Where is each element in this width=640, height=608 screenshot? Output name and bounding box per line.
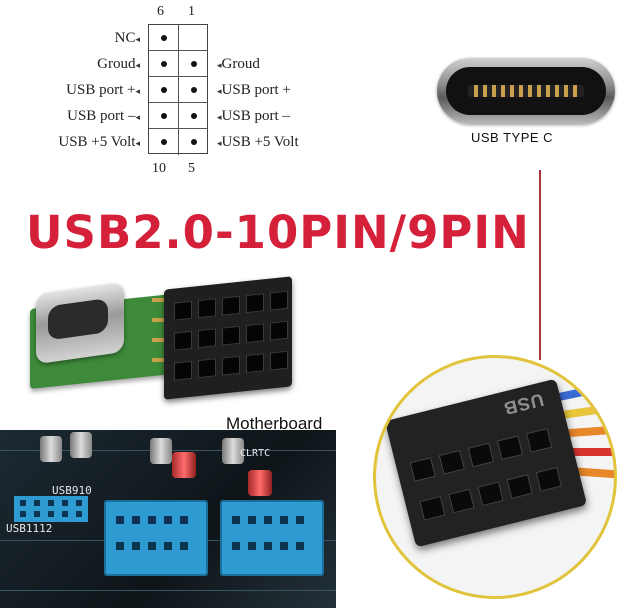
pin-dot — [191, 113, 197, 119]
usb-c-port — [36, 281, 124, 365]
pin-dot — [191, 61, 197, 67]
page-title: USB2.0-10PIN/9PIN — [26, 206, 530, 259]
pointer-line — [539, 170, 541, 360]
ten-pin-header — [164, 276, 292, 400]
pin-label-nc: NC◂ — [114, 30, 140, 46]
header-pins — [148, 290, 178, 380]
pin-label-5v-right: ◂USB +5 Volt — [217, 134, 299, 150]
pin-label-ground-right: ◂Groud — [217, 56, 260, 72]
usb-female-plug: USB — [384, 378, 588, 548]
pin-number-10: 10 — [152, 161, 166, 176]
pin-dot — [161, 35, 167, 41]
silkscreen-usb1112: USB1112 — [6, 522, 53, 535]
pin-dot — [161, 87, 167, 93]
pin-dot — [161, 113, 167, 119]
pin-label-usb-plus-left: USB port +◂ — [66, 82, 140, 98]
pin-dot — [191, 87, 197, 93]
pin-label-usb-plus-right: ◂USB port + — [217, 82, 291, 98]
pin-dot — [161, 139, 167, 145]
pin-label-ground-left: Groud◂ — [97, 56, 140, 72]
usb3-header-right — [220, 500, 324, 576]
pin-number-1: 1 — [188, 4, 195, 19]
motherboard-label: Motherboard — [226, 414, 323, 433]
pin-dot — [161, 61, 167, 67]
pin-number-5: 5 — [188, 161, 195, 176]
pinout-diagram: 6 1 NC◂ Groud◂ USB port +◂ USB port –◂ U… — [0, 0, 320, 180]
pin-label-usb-minus-left: USB port –◂ — [67, 108, 140, 124]
connector-zoom: USB — [373, 355, 617, 599]
pin-grid — [148, 24, 208, 155]
silkscreen-usb910: USB910 — [52, 484, 92, 497]
usb3-header-left — [104, 500, 208, 576]
plug-usb-emboss: USB — [501, 389, 546, 419]
silkscreen-clrtc: CLRTC — [240, 448, 271, 459]
motherboard-photo: USB910 USB1112 CLRTC — [0, 430, 336, 608]
small-usb-header — [14, 496, 88, 522]
pin-number-6: 6 — [157, 4, 164, 19]
usb-type-c-label: USB TYPE C — [471, 130, 554, 145]
usb-c-connector-illustration — [437, 58, 615, 124]
pin-dot — [191, 139, 197, 145]
pin-label-usb-minus-right: ◂USB port – — [217, 108, 290, 124]
pin-label-5v-left: USB +5 Volt◂ — [58, 134, 140, 150]
